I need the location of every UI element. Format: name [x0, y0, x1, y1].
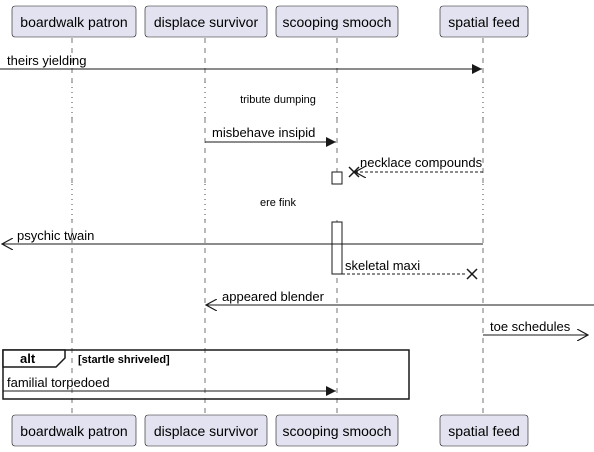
- message-label: skeletal maxi: [345, 258, 420, 273]
- participant-label: displace survivor: [154, 423, 259, 439]
- participant-label: scooping smooch: [283, 423, 392, 439]
- message-label: appeared blender: [222, 289, 325, 304]
- alt-fragment: alt [startle shriveled]: [2, 349, 410, 400]
- participant-top-displace-survivor[interactable]: displace survivor: [144, 5, 268, 38]
- participant-bottom-boardwalk-patron[interactable]: boardwalk patron: [11, 414, 137, 447]
- participant-label: spatial feed: [448, 423, 520, 439]
- fragment-guard: [startle shriveled]: [78, 354, 170, 366]
- message-label: psychic twain: [17, 228, 94, 243]
- delay-gap-1: [0, 82, 594, 118]
- message-label: misbehave insipid: [212, 125, 315, 140]
- participant-top-boardwalk-patron[interactable]: boardwalk patron: [11, 5, 137, 38]
- fragment-keyword: alt: [20, 351, 36, 366]
- participant-label: boardwalk patron: [20, 14, 127, 30]
- delay-label-tribute-dumping: tribute dumping: [240, 94, 316, 106]
- message-misbehave-insipid: misbehave insipid: [205, 125, 336, 147]
- message-label: theirs yielding: [7, 53, 87, 68]
- activation-scooping-smooch-2: [331, 221, 343, 275]
- message-appeared-blender: appeared blender: [206, 289, 594, 305]
- message-skeletal-maxi: skeletal maxi: [342, 258, 478, 280]
- message-label: toe schedules: [490, 319, 571, 334]
- participant-bottom-spatial-feed[interactable]: spatial feed: [439, 414, 529, 447]
- participant-top-spatial-feed[interactable]: spatial feed: [439, 5, 529, 38]
- message-familial-torpedoed: familial torpedoed: [3, 375, 336, 396]
- message-label: necklace compounds: [360, 155, 483, 170]
- fragment-tab: [2, 349, 66, 368]
- participant-top-scooping-smooch[interactable]: scooping smooch: [275, 5, 399, 38]
- destroy-x-icon: [466, 268, 478, 280]
- message-toe-schedules: toe schedules: [483, 319, 588, 335]
- destroy-x-icon: [348, 166, 360, 178]
- participant-label: boardwalk patron: [20, 423, 127, 439]
- delay-label-ere-fink: ere fink: [260, 197, 297, 209]
- message-necklace-compounds: necklace compounds: [348, 155, 483, 178]
- message-psychic-twain: psychic twain: [2, 228, 483, 244]
- participant-bottom-displace-survivor[interactable]: displace survivor: [144, 414, 268, 447]
- delay-gap-2: [0, 184, 594, 220]
- participant-label: displace survivor: [154, 14, 259, 30]
- delay-dotted-lifelines: [71, 82, 484, 220]
- participant-label: spatial feed: [448, 14, 520, 30]
- participant-label: scooping smooch: [283, 14, 392, 30]
- message-label: familial torpedoed: [7, 375, 110, 390]
- message-theirs-yielding: theirs yielding: [0, 53, 482, 74]
- participant-bottom-scooping-smooch[interactable]: scooping smooch: [275, 414, 399, 447]
- activation-scooping-smooch-1: [331, 171, 343, 185]
